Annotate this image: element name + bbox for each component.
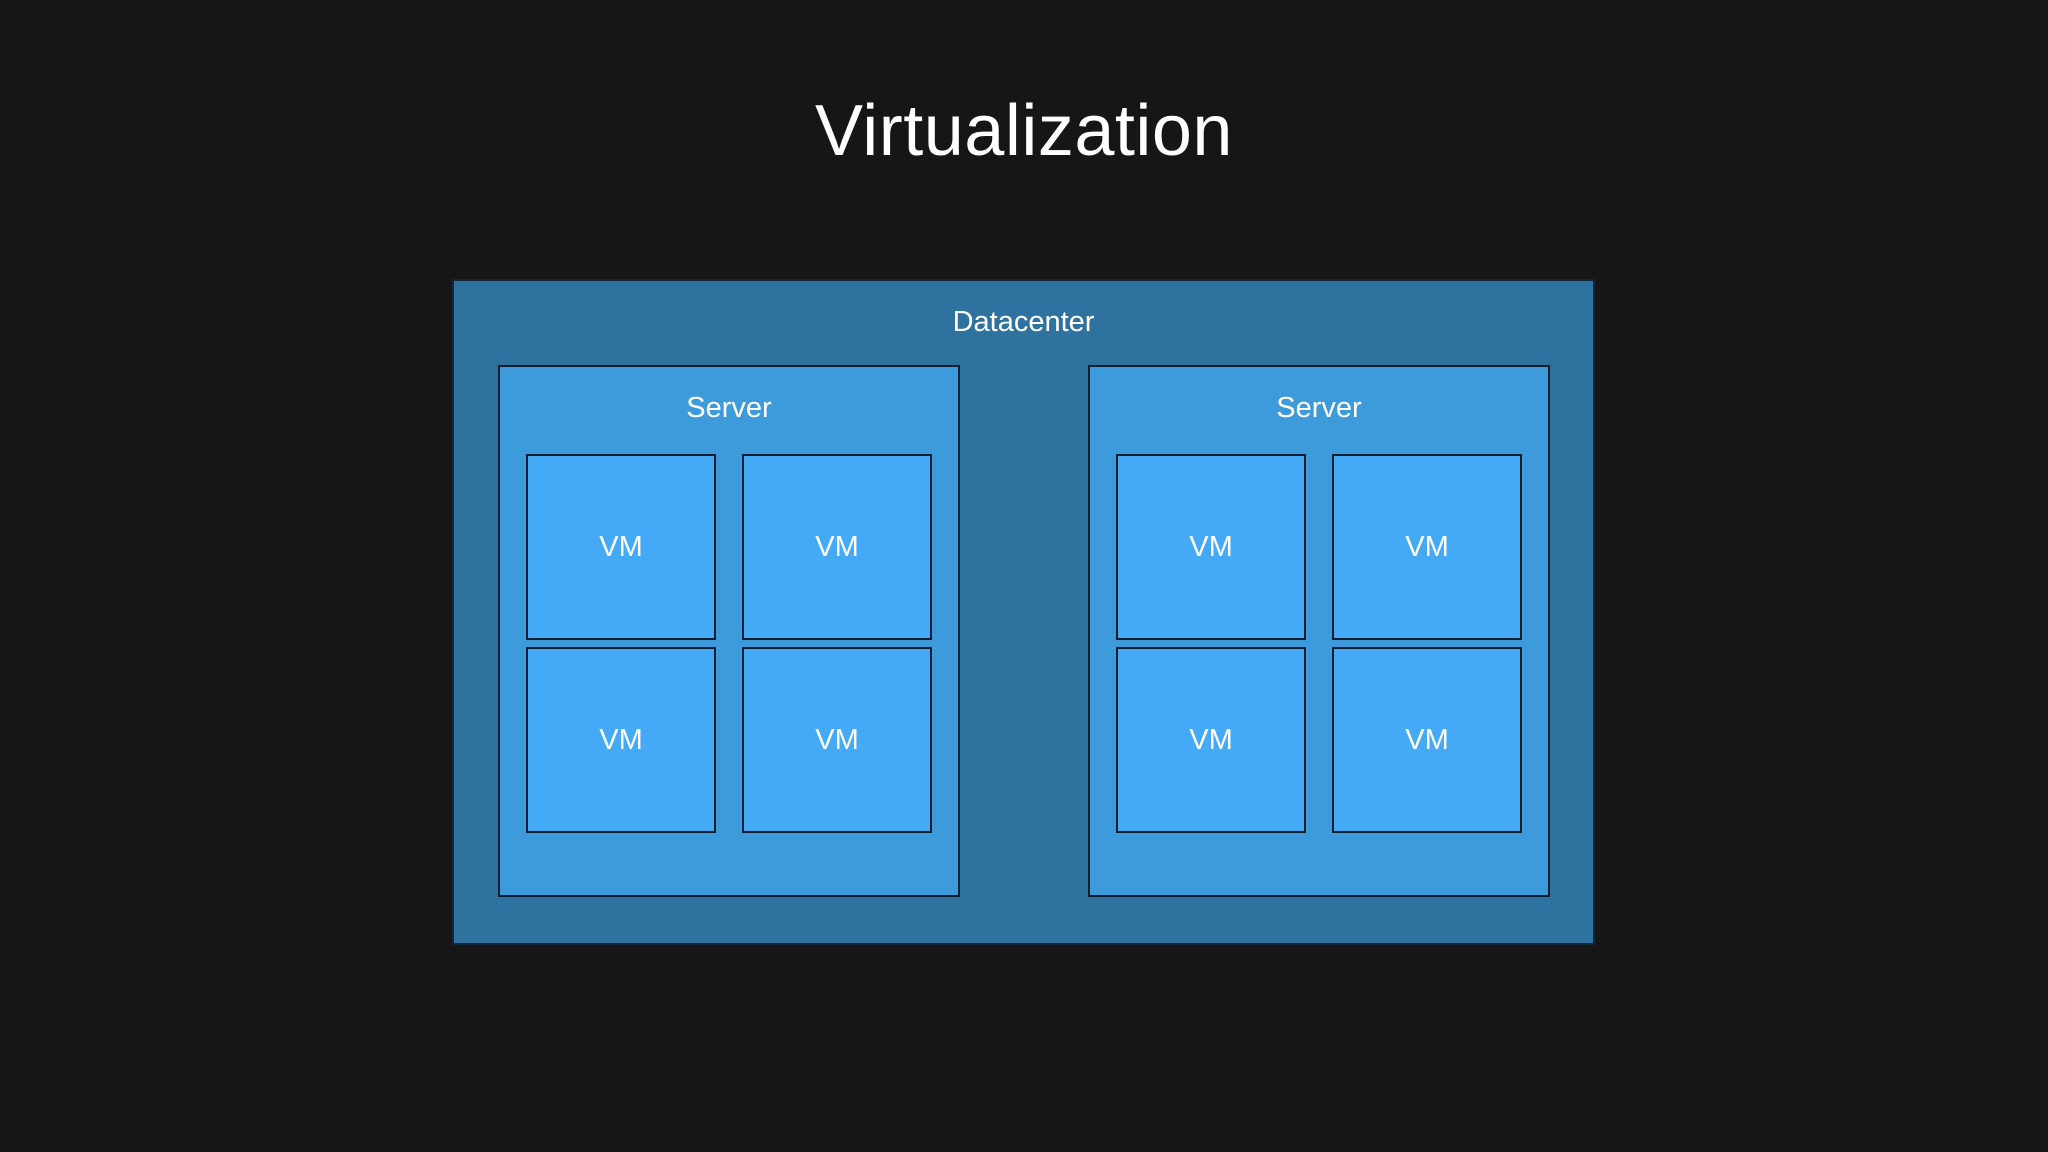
vm-label: VM <box>815 723 859 756</box>
vm-box: VM <box>526 647 716 833</box>
vm-label: VM <box>815 530 859 563</box>
vm-label: VM <box>1405 530 1449 563</box>
servers-row: Server VM VM VM VM <box>498 365 1550 897</box>
vm-box: VM <box>526 454 716 640</box>
vm-box: VM <box>1116 454 1306 640</box>
page-title: Virtualization <box>815 91 1233 171</box>
server-box: Server VM VM VM VM <box>498 365 960 897</box>
vm-box: VM <box>742 454 932 640</box>
server-label: Server <box>1276 392 1362 424</box>
datacenter-box: Datacenter Server VM VM VM VM <box>452 279 1595 945</box>
vm-box: VM <box>1332 647 1522 833</box>
vm-label: VM <box>1189 530 1233 563</box>
vm-label: VM <box>599 530 643 563</box>
vm-grid: VM VM VM VM <box>526 454 932 833</box>
vm-label: VM <box>1405 723 1449 756</box>
vm-label: VM <box>599 723 643 756</box>
vm-box: VM <box>742 647 932 833</box>
datacenter-label: Datacenter <box>952 306 1095 338</box>
server-box: Server VM VM VM VM <box>1088 365 1550 897</box>
vm-box: VM <box>1116 647 1306 833</box>
server-label: Server <box>686 392 772 424</box>
vm-box: VM <box>1332 454 1522 640</box>
vm-grid: VM VM VM VM <box>1116 454 1522 833</box>
vm-label: VM <box>1189 723 1233 756</box>
